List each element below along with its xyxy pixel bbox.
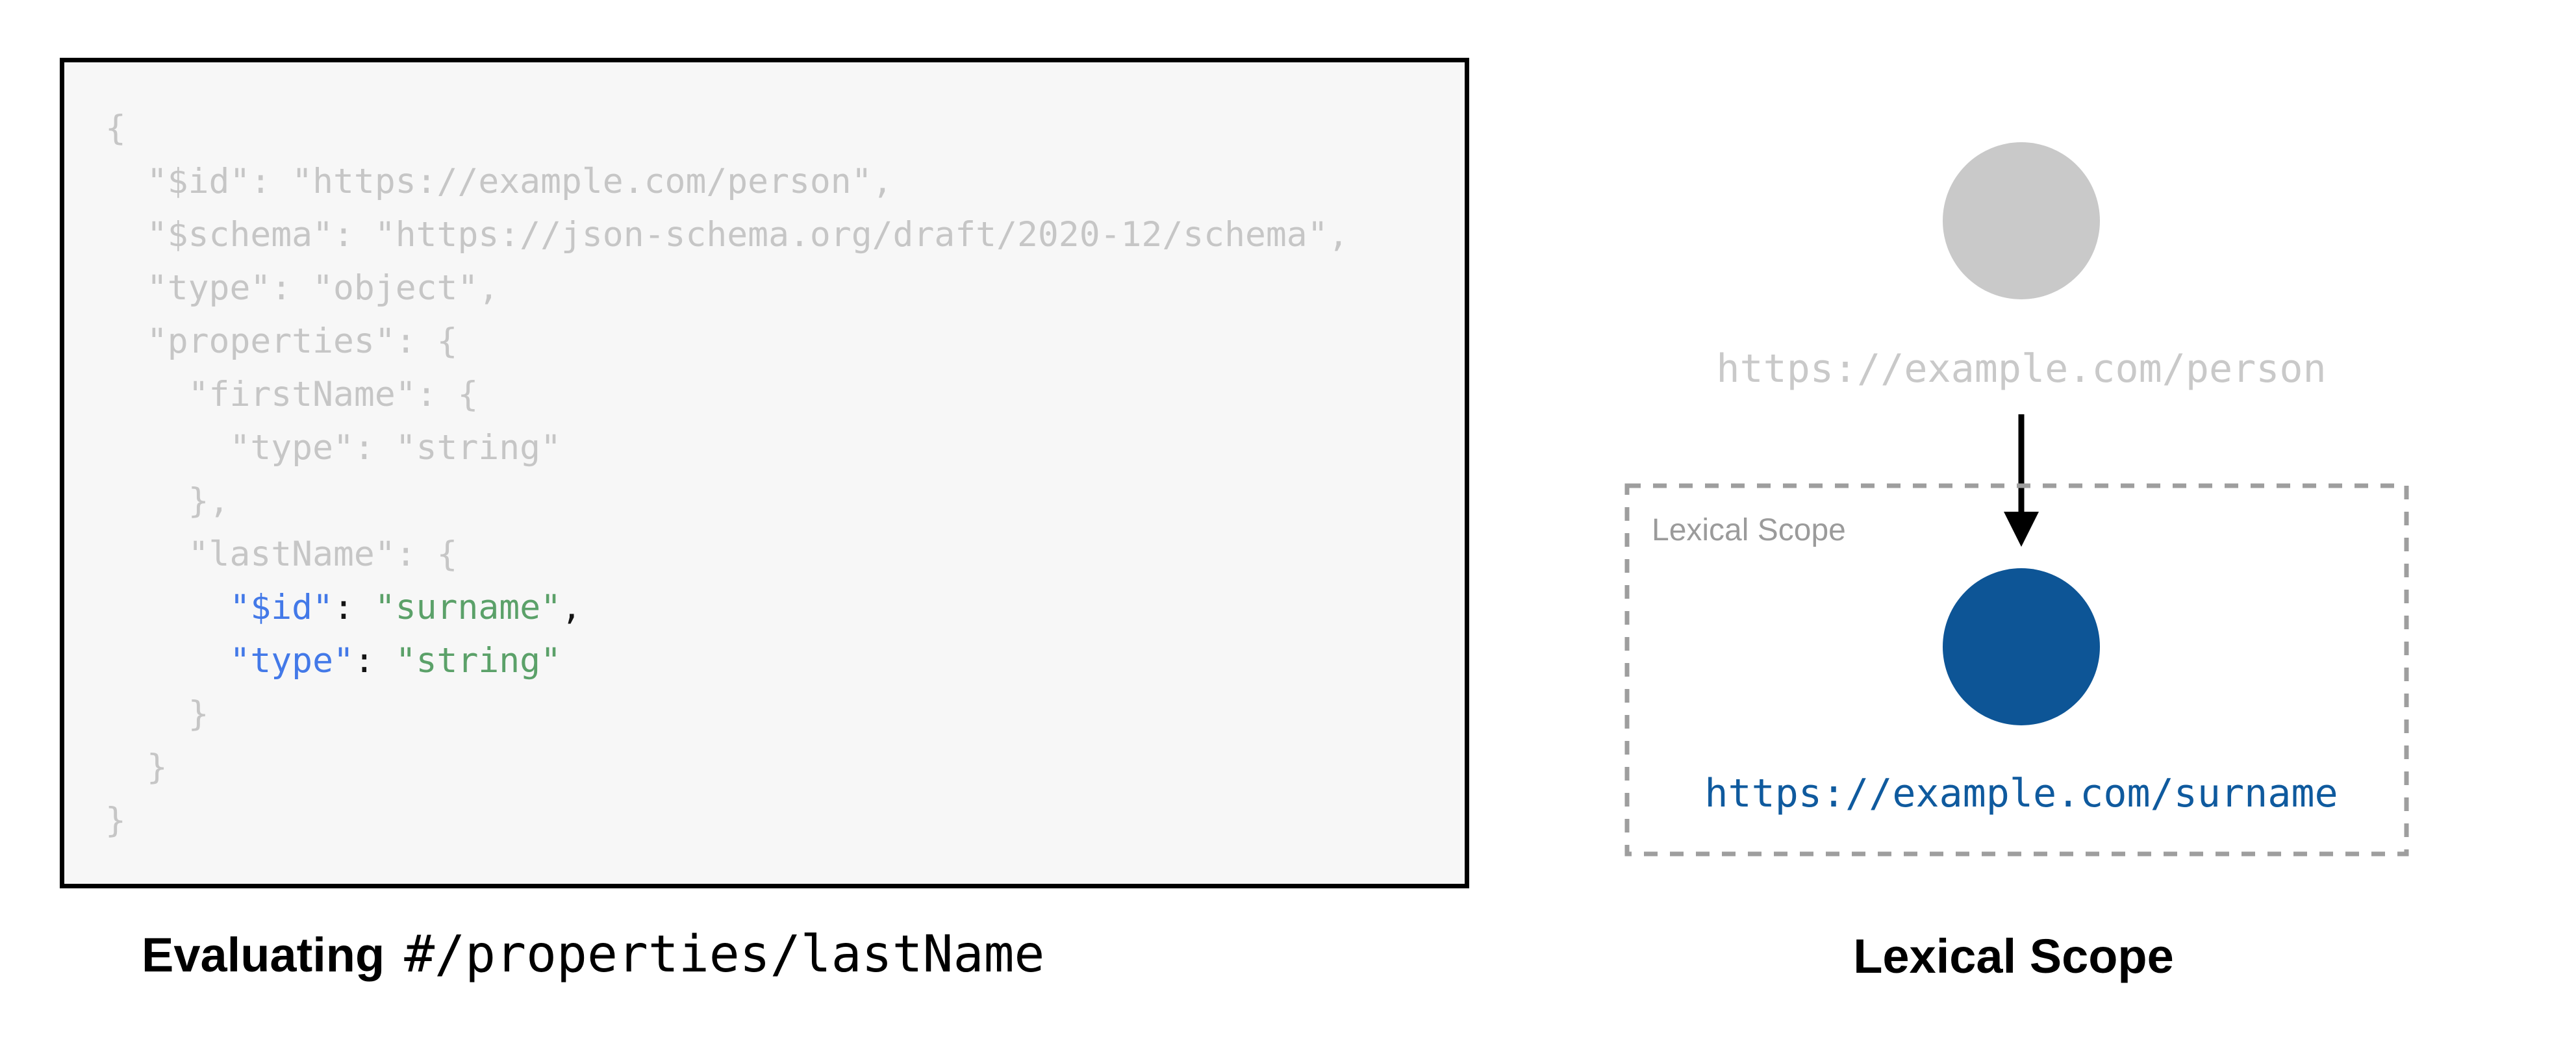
code-line: "type": "string" [229, 641, 562, 681]
parent-schema-uri-label: https://example.com/person [1716, 346, 2326, 392]
code-line: } [105, 801, 126, 840]
child-schema-node-circle [1943, 568, 2100, 725]
child-schema-uri-label: https://example.com/surname [1704, 771, 2338, 816]
right-caption: Lexical Scope [1853, 929, 2174, 983]
code-line: "firstName": { [105, 375, 479, 414]
code-line: "lastName": { [105, 534, 458, 574]
left-caption: Evaluating#/properties/lastName [142, 929, 1044, 980]
code-line: } [105, 694, 209, 734]
code-line: "properties": { [105, 321, 458, 361]
code-line: "type": "object", [105, 268, 499, 308]
code-line: }, [105, 481, 230, 521]
left-caption-evaluating: Evaluating [142, 928, 385, 982]
code-line: "$id": "https://example.com/person", [105, 162, 893, 201]
parent-schema-node-circle [1943, 142, 2100, 299]
code-block: { "$id": "https://example.com/person", "… [64, 62, 1465, 847]
lexical-scope-box-label: Lexical Scope [1652, 513, 1846, 547]
code-line: { [105, 108, 126, 148]
left-caption-pointer: #/properties/lastName [404, 925, 1045, 984]
reference-arrow-head [2004, 512, 2039, 547]
code-line: "type": "string" [105, 428, 561, 468]
schema-code-panel: { "$id": "https://example.com/person", "… [60, 58, 1469, 888]
lexical-scope-diagram: https://example.com/person Lexical Scope… [1624, 142, 2409, 857]
code-line: "$schema": "https://json-schema.org/draf… [105, 215, 1349, 255]
lexical-scope-box [1624, 483, 2409, 857]
code-line: } [105, 747, 168, 787]
code-line: "$id": "surname", [229, 588, 582, 627]
